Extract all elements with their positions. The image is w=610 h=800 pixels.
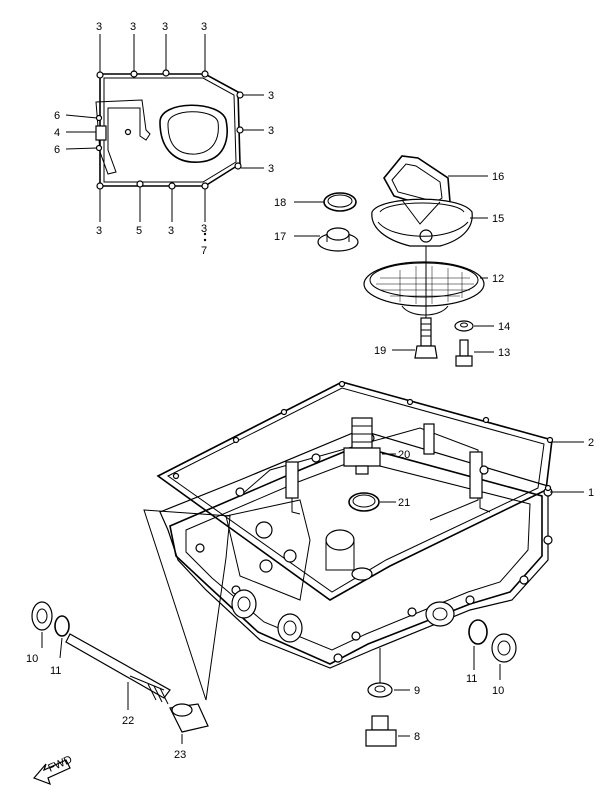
right-side-parts xyxy=(468,619,517,680)
pan-leaders xyxy=(550,441,584,493)
callout-label: 10 xyxy=(26,653,38,665)
callout-label: 17 xyxy=(274,231,286,243)
callout-label: 3 xyxy=(96,21,102,33)
callout-label: 6 xyxy=(54,110,60,122)
callout-label: 10 xyxy=(492,685,504,697)
callout-label: 1 xyxy=(588,487,594,499)
cover-leaders xyxy=(65,34,264,242)
callout-label: 13 xyxy=(498,347,510,359)
callout-label: 3 xyxy=(201,223,207,235)
callout-label: 21 xyxy=(398,497,410,509)
callout-label: 22 xyxy=(122,715,134,727)
callout-label: 3 xyxy=(130,21,136,33)
callout-label: 4 xyxy=(54,127,60,139)
callout-label: 23 xyxy=(174,749,186,761)
callout-label: 2 xyxy=(588,437,594,449)
o-ring-21 xyxy=(348,492,396,512)
strainer-assembly xyxy=(317,155,485,367)
callout-label: 14 xyxy=(498,321,510,333)
callout-label: 11 xyxy=(466,673,477,685)
forward-arrow: FWD xyxy=(32,754,74,786)
callout-label: 5 xyxy=(136,225,142,237)
callout-label: 3 xyxy=(168,225,174,237)
callout-label: 15 xyxy=(492,213,504,225)
callout-label: 12 xyxy=(492,273,504,285)
callout-label: 3 xyxy=(162,21,168,33)
callout-label: 7 xyxy=(201,245,207,257)
drain-plug-set xyxy=(365,682,410,747)
callout-label: 3 xyxy=(201,21,207,33)
relief-valve-parts xyxy=(31,509,231,744)
oil-pressure-switch xyxy=(343,417,396,475)
callout-label: 11 xyxy=(50,665,61,677)
callout-label: 20 xyxy=(398,449,410,461)
callout-label: 18 xyxy=(274,197,286,209)
callout-labels: 3 3 3 3 3 3 3 3 5 3 3 7 6 4 6 16 15 18 1… xyxy=(26,21,594,761)
callout-label: 16 xyxy=(492,171,504,183)
callout-label: 3 xyxy=(96,225,102,237)
callout-label: 3 xyxy=(268,90,274,102)
callout-label: 19 xyxy=(374,345,386,357)
callout-label: 9 xyxy=(414,685,420,697)
cover-plate xyxy=(95,69,244,190)
strainer-leaders xyxy=(294,175,494,353)
callout-label: 3 xyxy=(268,163,274,175)
callout-label: 3 xyxy=(268,125,274,137)
callout-label: 6 xyxy=(54,144,60,156)
callout-label: 8 xyxy=(414,731,420,743)
